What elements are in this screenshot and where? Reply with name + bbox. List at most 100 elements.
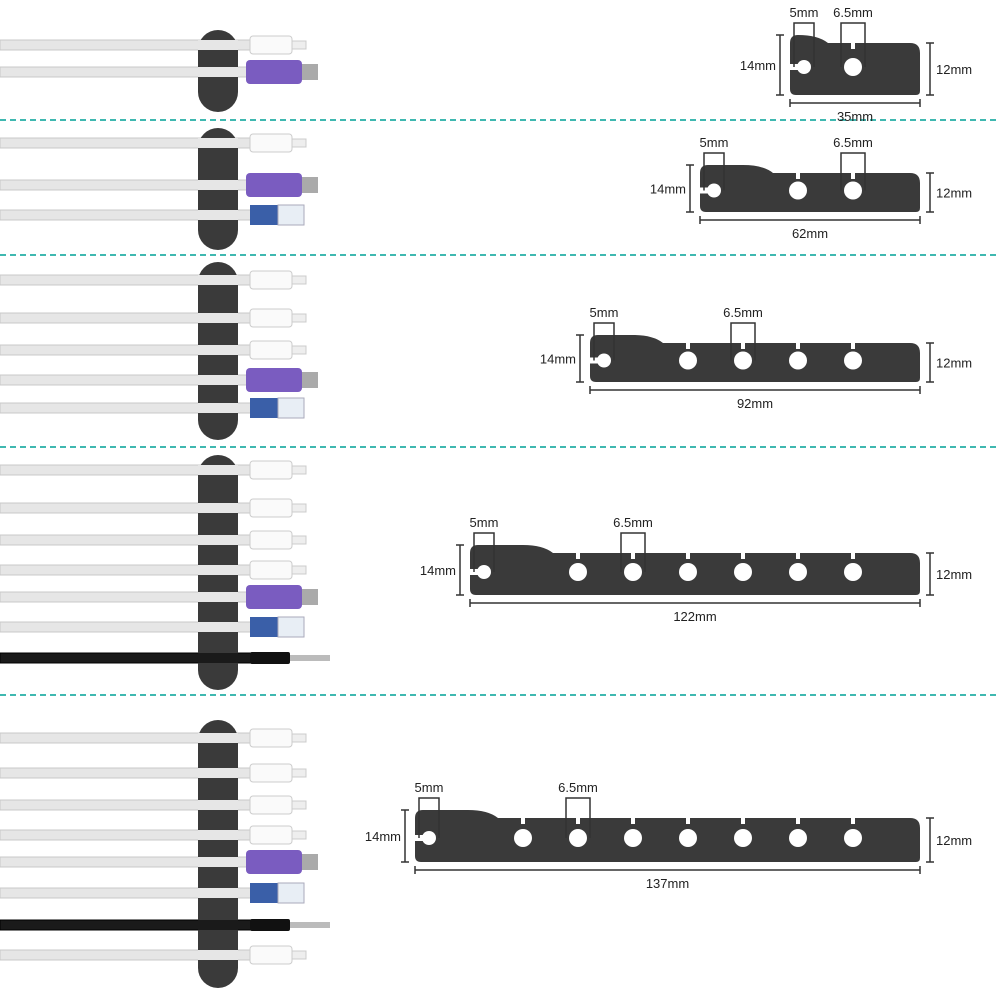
ethernet-boot: [250, 883, 278, 903]
cable-in-clip: [198, 40, 238, 50]
cable-in-clip: [198, 920, 238, 930]
slot-width-bracket: [593, 322, 615, 361]
side-hole: [422, 831, 436, 845]
metal-tip: [302, 177, 318, 193]
hole-width-bracket: [840, 22, 866, 67]
slot-width-bracket: [703, 152, 725, 191]
hole-slit: [741, 553, 745, 559]
slot-width-label: 5mm: [470, 515, 499, 530]
clip-profile: [700, 165, 920, 212]
lightning-connector-icon: [249, 35, 307, 55]
purple-plug: [246, 585, 302, 609]
lightning-plug: [249, 308, 293, 328]
cable-in-clip: [198, 857, 238, 867]
lightning-plug: [249, 498, 293, 518]
cable-in-clip: [198, 67, 238, 77]
cable-hole: [624, 563, 642, 581]
purple-connector-connector-icon: [246, 585, 318, 609]
metal-tip: [302, 64, 318, 80]
lightning-connector-icon: [249, 728, 307, 748]
cable-in-clip: [198, 210, 238, 220]
metal-tip: [302, 589, 318, 605]
cable-hole: [789, 829, 807, 847]
hole-width-bracket: [620, 532, 646, 572]
cable-hole: [734, 563, 752, 581]
lightning-plug: [249, 35, 293, 55]
cable-in-clip: [198, 800, 238, 810]
cable-hole: [789, 563, 807, 581]
cable-in-clip: [198, 830, 238, 840]
side-slot: [590, 357, 602, 364]
lightning-tip: [291, 950, 307, 960]
metal-tip: [302, 372, 318, 388]
cable-hole: [514, 829, 532, 847]
length-label: 92mm: [737, 396, 773, 411]
ethernet-plug: [277, 204, 305, 226]
purple-plug: [246, 850, 302, 874]
lightning-connector-icon: [249, 460, 307, 480]
height-right-label: 12mm: [936, 62, 972, 77]
ethernet-plug: [277, 397, 305, 419]
jack-body: [250, 652, 290, 664]
hole-slit: [796, 173, 800, 179]
hole-slit: [796, 553, 800, 559]
lightning-connector-icon: [249, 763, 307, 783]
height-left-label: 14mm: [740, 58, 776, 73]
cable-hole: [844, 58, 862, 76]
hole-slit: [576, 818, 580, 824]
lightning-plug: [249, 133, 293, 153]
purple-plug: [246, 173, 302, 197]
cable-in-clip: [198, 275, 238, 285]
lightning-connector-icon: [249, 308, 307, 328]
lightning-connector-icon: [249, 560, 307, 580]
lightning-tip: [291, 138, 307, 148]
jack-pin: [290, 922, 330, 928]
lightning-tip: [291, 345, 307, 355]
lightning-connector-icon: [249, 270, 307, 290]
lightning-connector-icon: [249, 133, 307, 153]
length-line: [789, 99, 921, 107]
lightning-plug: [249, 560, 293, 580]
height-right-line: [926, 42, 934, 96]
purple-connector-connector-icon: [246, 173, 318, 197]
height-left-label: 14mm: [365, 829, 401, 844]
height-right-label: 12mm: [936, 567, 972, 582]
slot-width-label: 5mm: [700, 135, 729, 150]
hole-slit: [686, 818, 690, 824]
hole-slit: [741, 818, 745, 824]
slot-width-bracket: [473, 532, 495, 572]
side-slot: [790, 64, 802, 70]
lightning-plug: [249, 460, 293, 480]
audio-jack-connector-icon: [250, 652, 330, 664]
length-label: 62mm: [792, 226, 828, 241]
hole-slit: [851, 553, 855, 559]
cable-hole: [679, 351, 697, 370]
cable-in-clip: [198, 503, 238, 513]
hole-width-bracket: [565, 797, 591, 838]
cable-in-clip: [198, 565, 238, 575]
ethernet-boot: [250, 205, 278, 225]
side-hole: [597, 353, 611, 368]
height-left-line: [686, 164, 694, 213]
lightning-plug: [249, 728, 293, 748]
jack-pin: [290, 655, 330, 661]
height-left-line: [576, 334, 584, 383]
cable-in-clip: [198, 768, 238, 778]
slot-width-label: 5mm: [415, 780, 444, 795]
cable-in-clip: [198, 535, 238, 545]
hole-width-label: 6.5mm: [833, 135, 873, 150]
purple-plug: [246, 60, 302, 84]
lightning-tip: [291, 733, 307, 743]
lightning-connector-icon: [249, 945, 307, 965]
height-right-line: [926, 172, 934, 213]
cable-hole: [844, 351, 862, 370]
cable-hole: [844, 181, 862, 200]
side-slot: [470, 569, 482, 575]
side-hole: [477, 565, 491, 579]
